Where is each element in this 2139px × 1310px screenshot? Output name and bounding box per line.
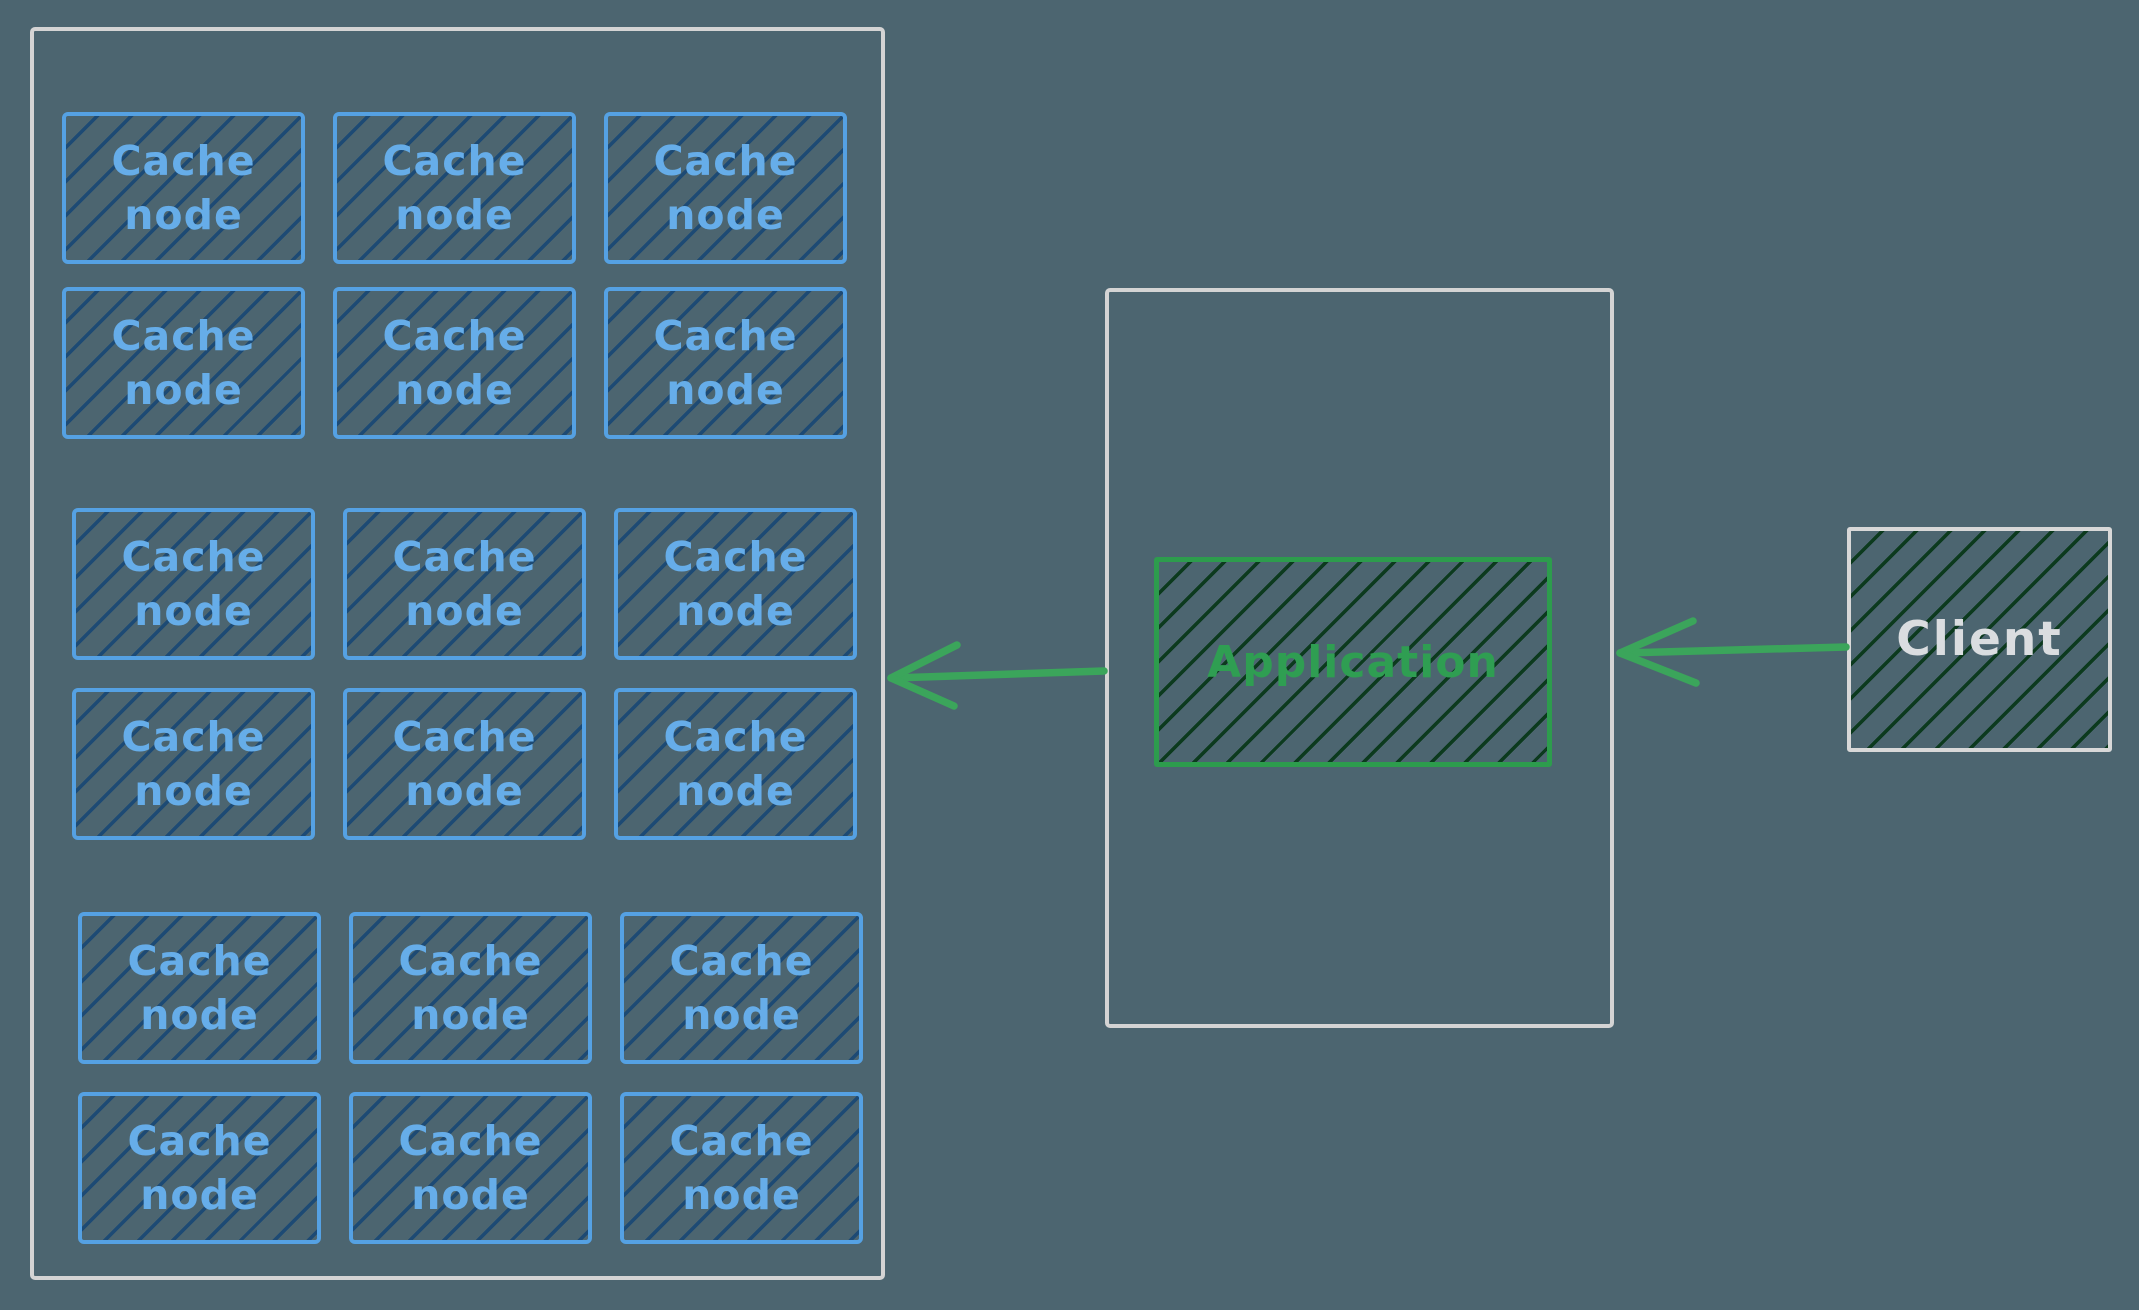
cache-node[interactable]: Cache node (62, 112, 305, 264)
cache-node[interactable]: Cache node (604, 287, 847, 439)
cache-node[interactable]: Cache node (349, 912, 592, 1064)
cache-node-group-2: Cache node Cache node Cache node Cache n… (72, 508, 857, 840)
application-container[interactable] (1105, 288, 1614, 1028)
client-label: Client (1896, 612, 2063, 667)
cache-node[interactable]: Cache node (78, 912, 321, 1064)
client-node[interactable]: Client (1847, 527, 2112, 752)
cache-node[interactable]: Cache node (343, 688, 586, 840)
cache-node-label: Cache node (392, 532, 537, 635)
cache-node[interactable]: Cache node (333, 287, 576, 439)
cache-node-label: Cache node (127, 936, 272, 1039)
cache-node[interactable]: Cache node (614, 508, 857, 660)
cache-node[interactable]: Cache node (333, 112, 576, 264)
cache-node[interactable]: Cache node (349, 1092, 592, 1244)
cache-node-label: Cache node (382, 136, 527, 239)
cache-node-group-3: Cache node Cache node Cache node Cache n… (78, 912, 863, 1244)
cache-node-label: Cache node (663, 532, 808, 635)
cache-node-label: Cache node (669, 1116, 814, 1219)
cache-node-label: Cache node (653, 136, 798, 239)
cache-node[interactable]: Cache node (620, 1092, 863, 1244)
application-label: Application (1207, 636, 1499, 688)
cache-node[interactable]: Cache node (62, 287, 305, 439)
cache-node-label: Cache node (121, 532, 266, 635)
cache-node[interactable]: Cache node (72, 688, 315, 840)
cache-node[interactable]: Cache node (620, 912, 863, 1064)
cache-node-label: Cache node (653, 311, 798, 414)
cache-node[interactable]: Cache node (78, 1092, 321, 1244)
cache-node-label: Cache node (663, 712, 808, 815)
cache-node[interactable]: Cache node (343, 508, 586, 660)
cache-node-label: Cache node (392, 712, 537, 815)
cache-node-label: Cache node (398, 936, 543, 1039)
cache-node-label: Cache node (111, 311, 256, 414)
cache-node-label: Cache node (127, 1116, 272, 1219)
cache-node-label: Cache node (382, 311, 527, 414)
arrow-client-to-app[interactable] (1616, 617, 1850, 687)
cache-node-label: Cache node (111, 136, 256, 239)
cache-node-label: Cache node (669, 936, 814, 1039)
cache-node[interactable]: Cache node (604, 112, 847, 264)
arrow-app-to-cache[interactable] (887, 641, 1108, 710)
cache-node-group-1: Cache node Cache node Cache node Cache n… (62, 112, 847, 439)
cache-node-label: Cache node (121, 712, 266, 815)
cache-node-label: Cache node (398, 1116, 543, 1219)
cache-node[interactable]: Cache node (72, 508, 315, 660)
cache-cluster-container[interactable]: Cache node Cache node Cache node Cache n… (30, 27, 885, 1280)
application-node[interactable]: Application (1154, 557, 1552, 767)
cache-node[interactable]: Cache node (614, 688, 857, 840)
